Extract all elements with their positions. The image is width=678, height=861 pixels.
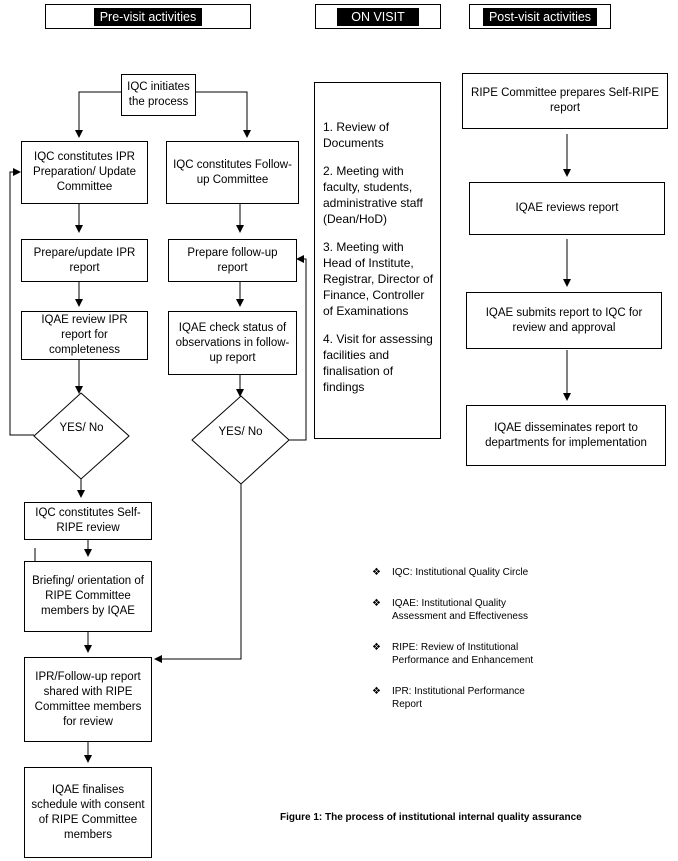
on-visit-activities-box: 1. Review of Documents 2. Meeting with f… xyxy=(314,82,441,439)
on-visit-item: 1. Review of Documents xyxy=(323,120,390,150)
connector-initiate-left xyxy=(75,91,121,138)
box-report-shared-text: IPR/Follow-up report shared with RIPE Co… xyxy=(34,670,142,728)
legend-item-text: RIPE: Review of Institutional Performanc… xyxy=(392,642,534,666)
legend-item: ❖ IQC: Institutional Quality Circle xyxy=(372,566,542,579)
box-self-ripe-review-text: IQC constitutes Self-RIPE review xyxy=(35,507,141,534)
box-finalises-schedule: IQAE finalises schedule with consent of … xyxy=(24,767,152,858)
figure-caption: Figure 1: The process of institutional i… xyxy=(280,812,582,823)
box-prepare-followup: Prepare follow-up report xyxy=(168,239,297,282)
on-visit-item: 4. Visit for assessing facilities and fi… xyxy=(323,332,433,394)
header-on-visit-label: ON VISIT xyxy=(337,7,419,26)
on-visit-item: 2. Meeting with faculty, students, admin… xyxy=(323,164,423,226)
header-pre-visit-label: Pre-visit activities xyxy=(93,7,203,26)
diamond-bullet-icon: ❖ xyxy=(372,598,381,609)
box-finalises-schedule-text: IQAE finalises schedule with consent of … xyxy=(31,783,145,841)
decision-right-label: YES/ No xyxy=(218,426,263,438)
box-iqae-check-status-text: IQAE check status of observations in fol… xyxy=(175,321,290,364)
connector-right-loop xyxy=(289,255,307,441)
abbreviation-legend: ❖ IQC: Institutional Quality Circle ❖ IQ… xyxy=(372,566,542,729)
connector-right-down xyxy=(154,484,242,663)
box-iqc-initiates: IQC initiates the process xyxy=(121,74,196,116)
box-prepare-ipr: Prepare/update IPR report xyxy=(21,239,148,282)
box-iqae-review-ipr: IQAE review IPR report for completeness xyxy=(21,311,148,360)
box-post-step-4: IQAE disseminates report to departments … xyxy=(466,405,666,466)
box-post-step-2: IQAE reviews report xyxy=(469,182,665,235)
decision-diamond-right xyxy=(191,395,290,485)
box-constitutes-followup: IQC constitutes Follow-up Committee xyxy=(166,141,299,204)
box-prepare-followup-text: Prepare follow-up report xyxy=(187,246,278,274)
box-constitutes-ipr: IQC constitutes IPR Preparation/ Update … xyxy=(21,141,148,204)
header-post-visit-label: Post-visit activities xyxy=(482,7,598,26)
box-post-step-1-text: RIPE Committee prepares Self-RIPE report xyxy=(471,87,659,114)
legend-item: ❖ RIPE: Review of Institutional Performa… xyxy=(372,641,542,667)
box-constitutes-ipr-text: IQC constitutes IPR Preparation/ Update … xyxy=(33,151,136,193)
decision-diamond-left xyxy=(33,392,130,480)
header-pre-visit: Pre-visit activities xyxy=(45,4,251,29)
box-post-step-4-text: IQAE disseminates report to departments … xyxy=(485,421,647,449)
connector-initiate-right xyxy=(196,91,251,138)
legend-item-text: IQC: Institutional Quality Circle xyxy=(392,567,529,578)
box-post-step-3-text: IQAE submits report to IQC for review an… xyxy=(485,306,643,334)
box-constitutes-followup-text: IQC constitutes Follow-up Committee xyxy=(173,158,292,186)
box-iqc-initiates-text: IQC initiates the process xyxy=(127,81,190,108)
box-self-ripe-review: IQC constitutes Self-RIPE review xyxy=(24,502,152,540)
box-iqae-review-ipr-text: IQAE review IPR report for completeness xyxy=(41,314,128,356)
decision-left-label: YES/ No xyxy=(59,422,104,434)
box-post-step-3: IQAE submits report to IQC for review an… xyxy=(466,292,662,349)
legend-item-text: IQAE: Institutional Quality Assessment a… xyxy=(392,598,528,622)
diamond-bullet-icon: ❖ xyxy=(372,686,381,697)
box-briefing: Briefing/ orientation of RIPE Committee … xyxy=(24,561,152,632)
on-visit-item: 3. Meeting with Head of Institute, Regis… xyxy=(323,240,434,318)
box-post-step-2-text: IQAE reviews report xyxy=(515,202,619,214)
box-prepare-ipr-text: Prepare/update IPR report xyxy=(33,246,136,274)
header-post-visit: Post-visit activities xyxy=(469,4,611,29)
box-post-step-1: RIPE Committee prepares Self-RIPE report xyxy=(462,73,668,129)
legend-item: ❖ IQAE: Institutional Quality Assessment… xyxy=(372,597,542,623)
connector-left-loop xyxy=(9,168,34,436)
legend-item: ❖ IPR: Institutional Performance Report xyxy=(372,685,542,711)
diamond-bullet-icon: ❖ xyxy=(372,567,381,578)
diamond-bullet-icon: ❖ xyxy=(372,642,381,653)
box-iqae-check-status: IQAE check status of observations in fol… xyxy=(168,311,297,375)
header-on-visit: ON VISIT xyxy=(315,4,441,29)
legend-item-text: IPR: Institutional Performance Report xyxy=(392,686,525,710)
box-report-shared: IPR/Follow-up report shared with RIPE Co… xyxy=(24,657,152,742)
box-briefing-text: Briefing/ orientation of RIPE Committee … xyxy=(32,575,144,617)
